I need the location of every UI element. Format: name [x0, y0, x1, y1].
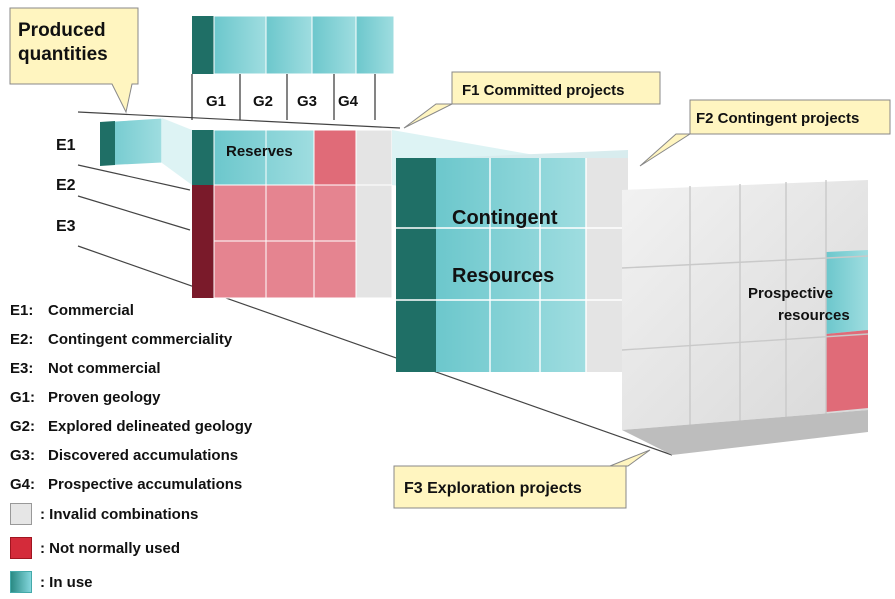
g4-header: G4	[338, 93, 359, 110]
swatch-invalid	[10, 503, 32, 525]
g3-header: G3	[297, 93, 317, 110]
g-header-strip	[192, 15, 395, 75]
legend-item: G1:Proven geology	[10, 389, 161, 406]
contingent-label-line2: Resources	[452, 265, 554, 287]
legend-item: G3:Discovered accumulations	[10, 447, 239, 464]
perspective-lines	[77, 111, 673, 456]
swatch-not-used	[10, 537, 32, 559]
color-key-legend: : Invalid combinations : Not normally us…	[10, 497, 310, 599]
e3-label: E3	[56, 218, 76, 235]
e1-label: E1	[56, 137, 76, 154]
swatch-in-use	[10, 571, 32, 593]
contingent-block	[396, 150, 628, 372]
legend-item: G4:Prospective accumulations	[10, 476, 243, 493]
callout-f3-text: F3 Exploration projects	[404, 480, 582, 497]
legend-item: G2:Explored delineated geology	[10, 418, 253, 435]
callout-produced	[9, 7, 139, 114]
callout-f3	[393, 449, 651, 509]
callout-produced-line2: quantities	[18, 44, 108, 65]
callout-f1	[403, 71, 661, 129]
key-not-used: : Not normally used	[10, 531, 310, 565]
legend-item: E1:Commercial	[10, 302, 134, 319]
callout-f1-text: F1 Committed projects	[462, 82, 625, 99]
g-header-ticks	[191, 74, 376, 120]
g2-header: G2	[253, 93, 273, 110]
prospective-block	[621, 180, 869, 455]
key-in-use: : In use	[10, 565, 310, 599]
legend-item: E3:Not commercial	[10, 360, 161, 377]
reserves-block	[192, 129, 393, 299]
produced-block	[99, 117, 163, 167]
reserves-label: Reserves	[226, 143, 293, 160]
key-invalid: : Invalid combinations	[10, 497, 310, 531]
prospective-label-line1: Prospective	[748, 285, 833, 302]
e2-label: E2	[56, 177, 76, 194]
prospective-label-line2: resources	[778, 307, 850, 324]
contingent-label-line1: Contingent	[452, 207, 558, 229]
g1-header: G1	[206, 93, 226, 110]
callout-f2	[639, 99, 891, 167]
legend-item: E2:Contingent commerciality	[10, 331, 233, 348]
code-legend: E1:Commercial E2:Contingent commercialit…	[10, 296, 310, 499]
callout-produced-line1: Produced	[18, 20, 106, 41]
callout-f2-text: F2 Contingent projects	[696, 110, 859, 127]
